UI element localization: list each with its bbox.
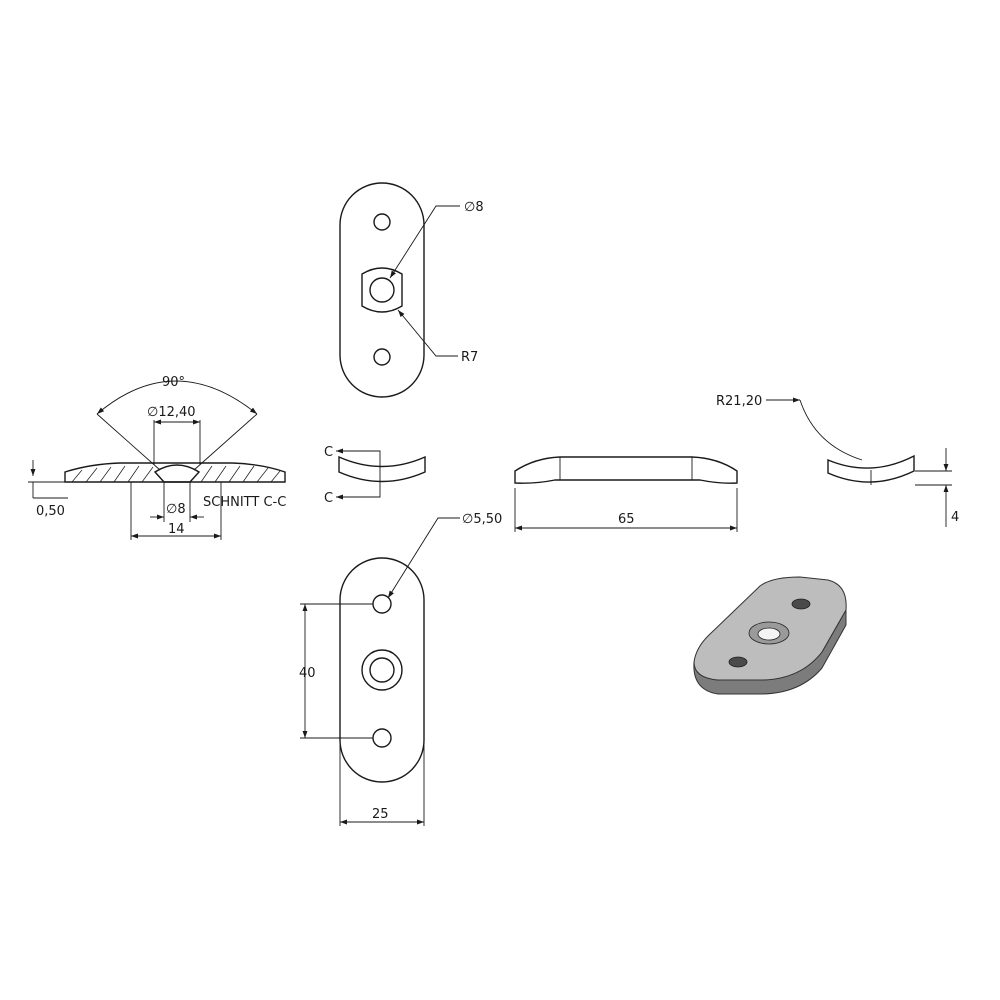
cut-line (336, 450, 381, 498)
top-hole-lower (373, 348, 391, 366)
r7-label: R7 (461, 350, 478, 365)
section-title: SCHNITT C-C (203, 495, 286, 510)
iso-center-inner (757, 627, 781, 641)
plan-center-inner (369, 657, 395, 683)
dia550-leader (387, 517, 460, 599)
side-profile (827, 454, 915, 483)
cut-label-top: C (324, 445, 333, 460)
t4-label: 4 (951, 510, 959, 525)
h40-label: 40 (299, 666, 316, 681)
r2120-arc (799, 399, 863, 461)
r2120-label: R21,20 (716, 394, 762, 409)
side-view: R21,20 4 (716, 394, 959, 527)
len65-label: 65 (618, 512, 635, 527)
plan-plate-outline (339, 557, 425, 783)
angle-arc (96, 380, 258, 415)
cut-curve-profile (338, 455, 426, 483)
plan-view: ∅5,50 40 25 (299, 512, 502, 826)
cut-label-bottom: C (324, 491, 333, 506)
front-profile (514, 456, 738, 484)
dia8-leader (389, 205, 460, 279)
top-hole-upper (373, 213, 391, 231)
r7-leader (397, 309, 458, 357)
top-center-hole (369, 277, 395, 303)
section-plate (64, 462, 286, 483)
front-view: 65 (514, 456, 738, 532)
countersink (153, 464, 201, 483)
plan-center-outer (361, 649, 403, 691)
dia550-label: ∅5,50 (462, 512, 502, 527)
top-view: ∅8 R7 (339, 182, 484, 398)
dia8-section-label: ∅8 (166, 502, 186, 517)
w25-label: 25 (372, 807, 389, 822)
top-slot (361, 267, 403, 313)
dia8-label: ∅8 (464, 200, 484, 215)
plan-hole-lower (372, 728, 392, 748)
section-hatch (71, 465, 281, 483)
top-plate-outline (339, 182, 425, 398)
t050-label: 0,50 (36, 504, 65, 519)
dia12-label: ∅12,40 (147, 405, 196, 420)
angle-label: 90° (162, 375, 185, 390)
iso-hole-lower (728, 656, 748, 668)
section-view: 90° ∅12,40 0,50 (28, 375, 286, 540)
cut-view: C C (324, 445, 426, 506)
w14-label: 14 (168, 522, 185, 537)
angle-leg-left (96, 413, 161, 471)
isometric-view (693, 576, 847, 695)
iso-hole-upper (791, 598, 811, 610)
angle-leg-right (193, 413, 258, 471)
